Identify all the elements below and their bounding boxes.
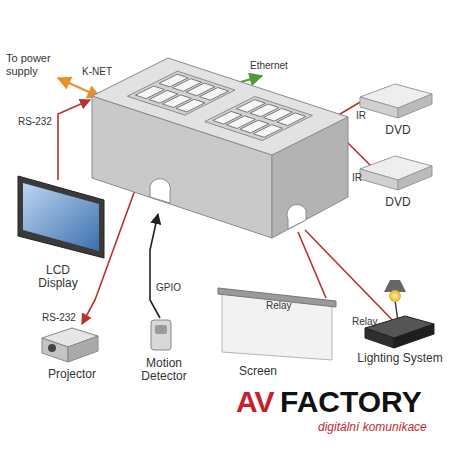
dvd-player [360, 84, 432, 118]
keypad-button [277, 113, 306, 126]
lighting-side [394, 324, 434, 348]
signal-label: IR [352, 172, 362, 184]
bus-label: K-NET [82, 66, 112, 78]
signal-label: RS-232 [42, 312, 76, 324]
projector-front [42, 338, 68, 362]
lcd-screen [23, 183, 99, 251]
signal-label: GPIO [156, 282, 181, 294]
knet-wire [58, 78, 100, 97]
device-label: DVD [383, 123, 412, 138]
device-name: Projector [48, 368, 96, 381]
projector-side [68, 336, 98, 362]
logo-mark: AV [236, 386, 273, 418]
lighting-front [365, 328, 394, 348]
dvd-player [360, 156, 432, 190]
signal-label: Relay [266, 300, 292, 312]
device-name: DVD [385, 196, 410, 209]
rs232-wire [58, 100, 90, 180]
motion-detector [151, 320, 171, 350]
device-name: DVD [385, 124, 410, 137]
sensor-lens [155, 325, 167, 334]
signal-label: RS-232 [18, 116, 52, 128]
dvd-front [360, 169, 398, 190]
device-label: LCD Display [28, 263, 88, 291]
relay-wire [298, 232, 326, 298]
network-label: Ethernet [250, 60, 288, 72]
dvd-side [398, 94, 432, 118]
keypad-button [253, 125, 282, 138]
cable-arch [150, 179, 170, 203]
cable-arch [287, 204, 306, 229]
logo-tagline: digitální komunikace [318, 420, 427, 434]
logo-wordmark: FACTORY [280, 386, 422, 418]
lcd-frame [18, 176, 104, 258]
gpio-wire [150, 214, 160, 318]
lamp-bulb [389, 290, 401, 302]
housing-top [92, 58, 348, 155]
signal-label: Relay [352, 316, 378, 328]
keypads [127, 71, 312, 140]
device-label: Lighting System [355, 351, 444, 366]
device-name: Lighting System [357, 352, 442, 365]
device-name: Screen [239, 365, 277, 378]
keypad-panel [127, 71, 235, 115]
device-name: LCD Display [30, 264, 86, 290]
device-label: Motion Detector [131, 356, 197, 384]
device-name: Motion Detector [133, 357, 195, 383]
device-label: DVD [383, 195, 412, 210]
power-label: To power supply [6, 52, 62, 78]
projector-lens [48, 344, 56, 352]
signal-label: IR [356, 110, 366, 122]
keypad-button [200, 88, 229, 101]
keypad-panel [205, 97, 313, 141]
device-label: Screen [237, 364, 279, 379]
device-label: Projector [46, 367, 98, 382]
dvd-side [398, 166, 432, 190]
keypad-button [176, 99, 205, 112]
